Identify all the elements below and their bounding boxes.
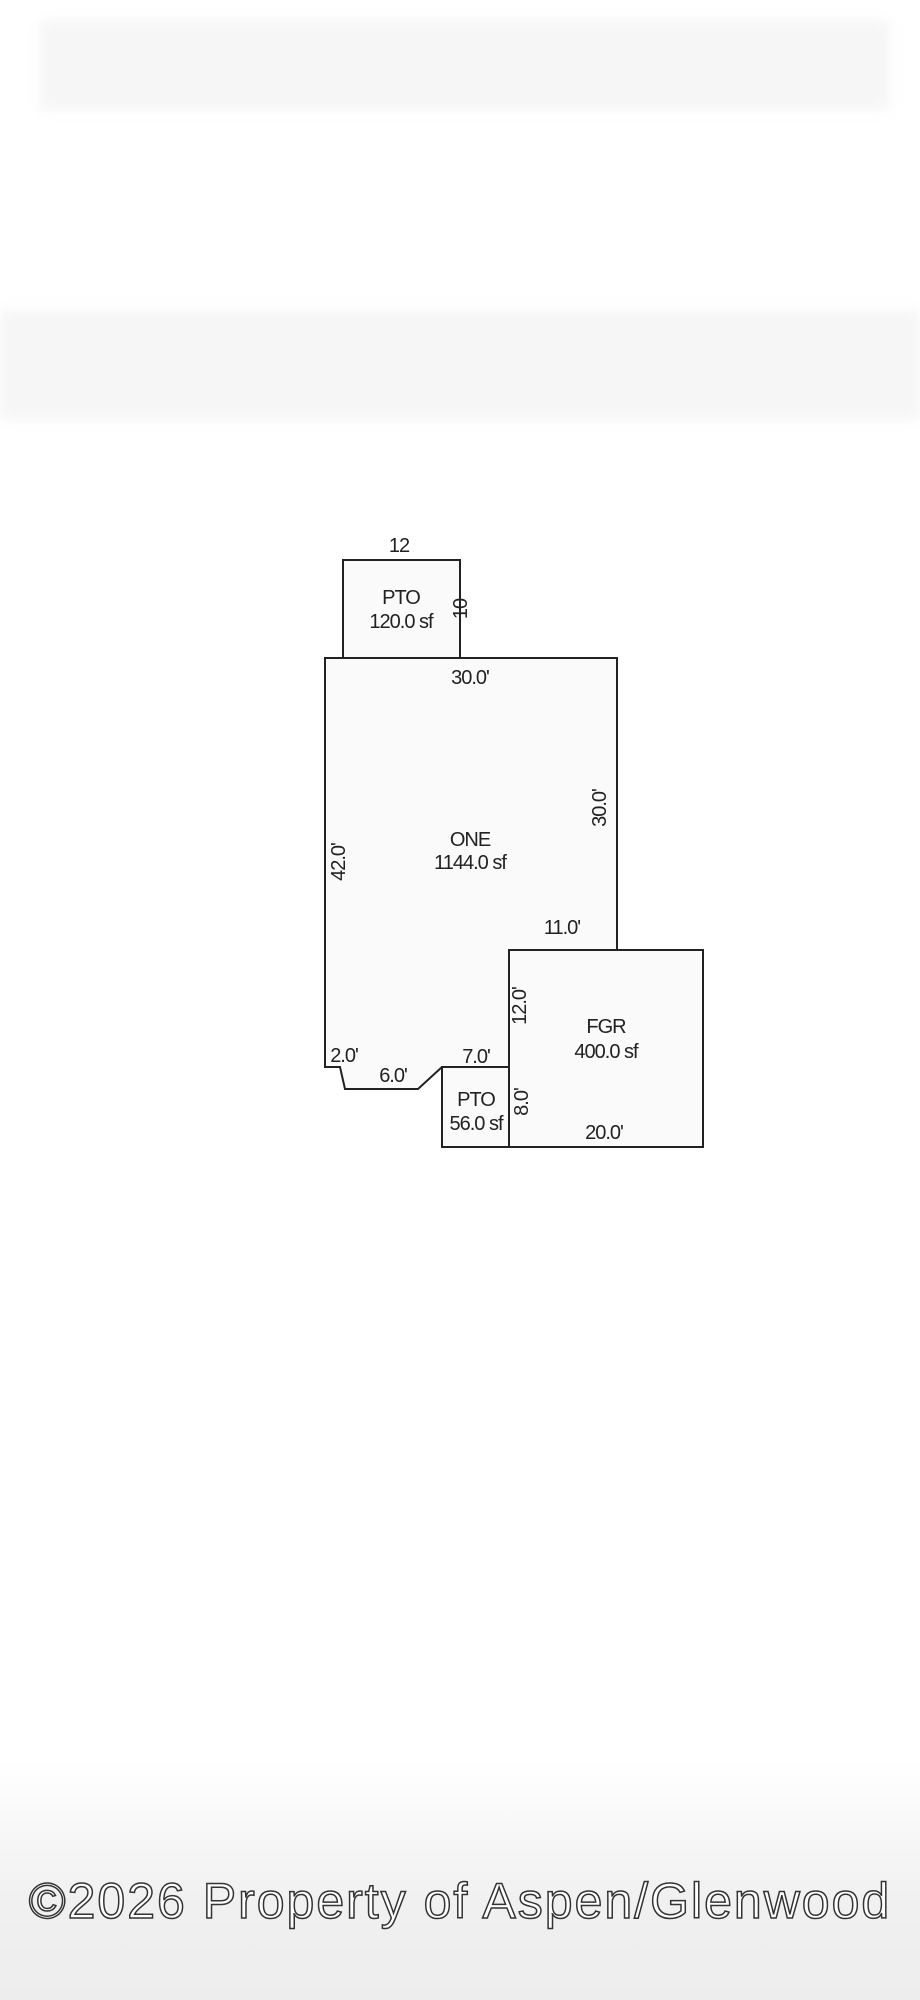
pto-top-room xyxy=(342,559,461,659)
dim-fgr-left: 12.0' xyxy=(509,987,531,1025)
copyright-watermark: ©2026 Property of Aspen/Glenwood xyxy=(28,1872,892,1930)
pto-top-area: 120.0 sf xyxy=(369,611,434,633)
pto-top-code: PTO xyxy=(382,587,420,609)
upper-blur-band xyxy=(0,310,920,420)
dim-one-bottom-right: 7.0' xyxy=(462,1046,490,1068)
dim-one-bevel: 2.0' xyxy=(330,1045,358,1067)
dim-one-bottom-mid: 6.0' xyxy=(379,1065,407,1087)
pto-small-room xyxy=(441,1066,510,1148)
dim-pto-small-right: 8.0' xyxy=(511,1088,533,1116)
dim-one-top: 30.0' xyxy=(451,667,489,689)
pto-small-code: PTO xyxy=(457,1089,495,1111)
dim-one-right: 30.0' xyxy=(589,789,611,827)
dim-pto-top-depth: 10 xyxy=(450,598,472,619)
fgr-garage-room xyxy=(508,949,704,1148)
dim-fgr-bottom: 20.0' xyxy=(585,1122,623,1144)
fgr-code: FGR xyxy=(586,1016,626,1038)
dim-pto-top-width: 12 xyxy=(389,535,410,557)
dim-one-step: 11.0' xyxy=(544,917,580,939)
footer-fade xyxy=(0,1760,920,2000)
fgr-area: 400.0 sf xyxy=(574,1041,639,1063)
one-area: 1144.0 sf xyxy=(434,852,507,874)
top-blur-band xyxy=(40,20,890,110)
pto-small-area: 56.0 sf xyxy=(449,1113,503,1135)
dim-one-left: 42.0' xyxy=(328,843,350,881)
one-code: ONE xyxy=(450,829,491,851)
